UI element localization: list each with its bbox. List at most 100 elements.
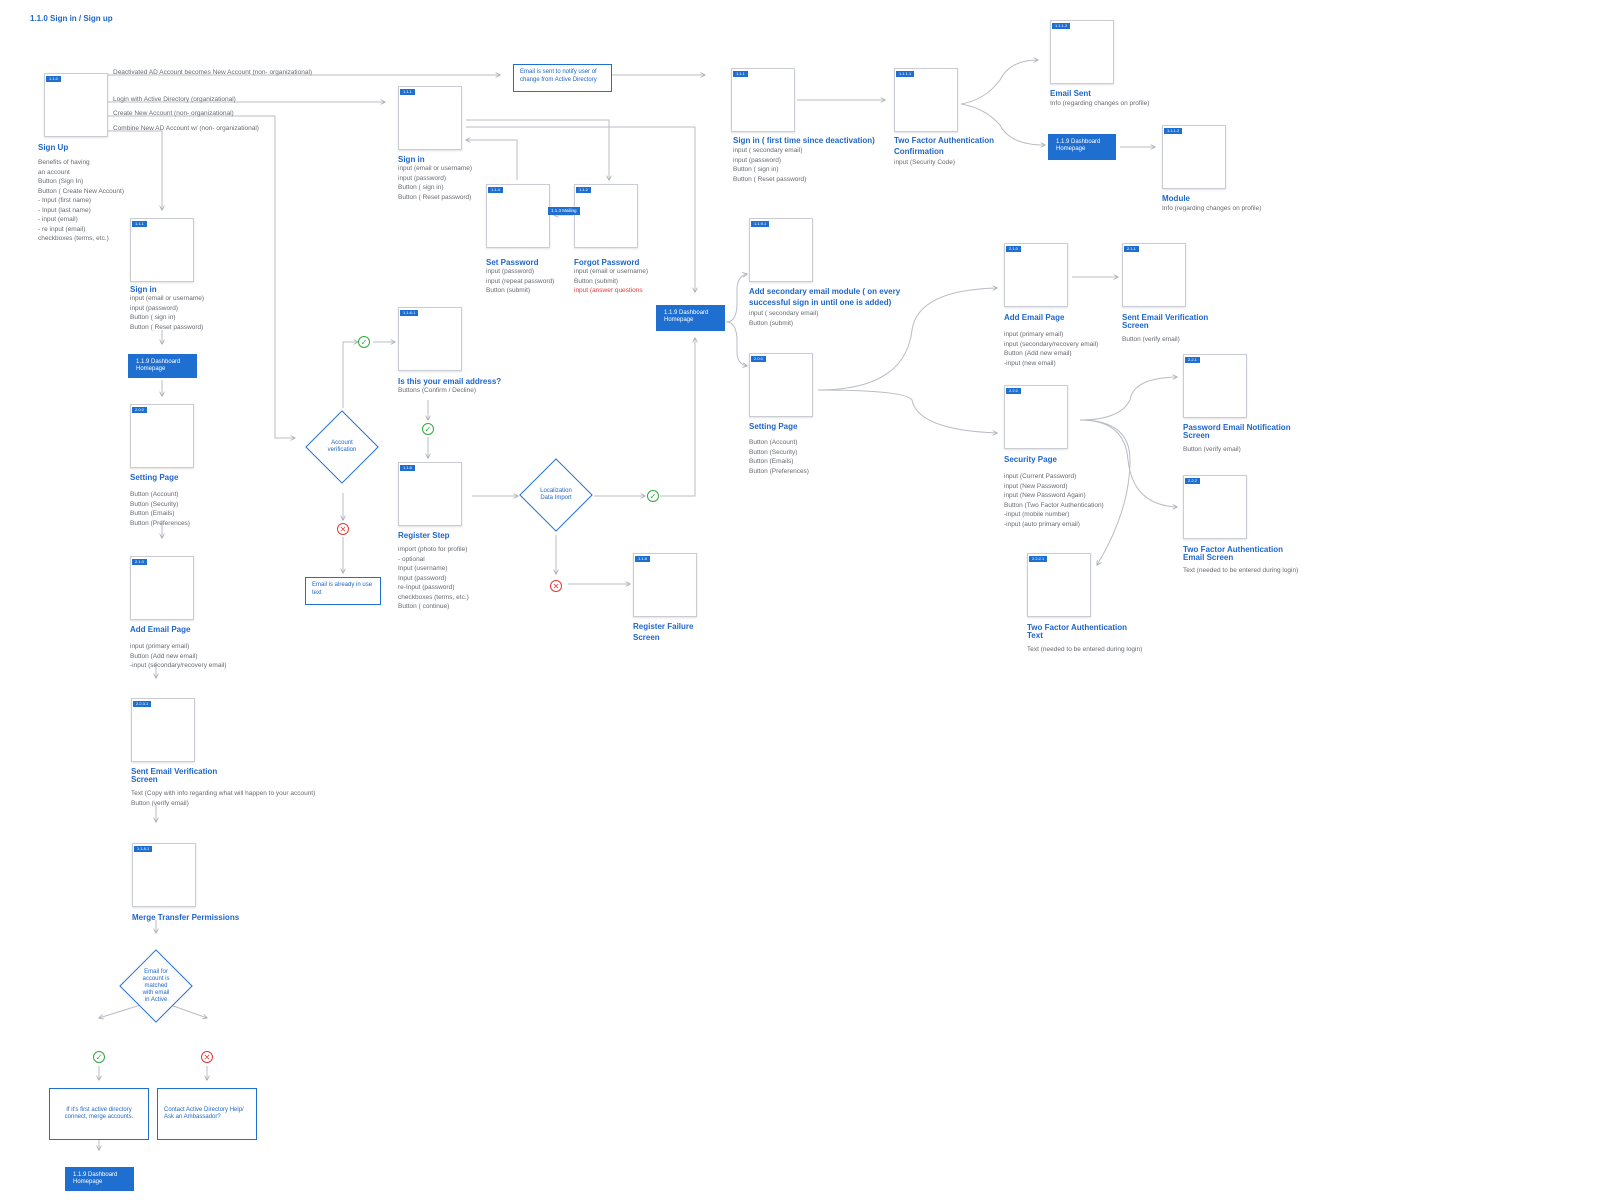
screen-title: Sign in (130, 285, 157, 294)
text-line: checkboxes (terms, etc.) (38, 235, 109, 242)
text-line: in Active (144, 996, 168, 1003)
screen-is-this-your-email[interactable]: 1.1.6.1 (398, 307, 462, 371)
screen-title2: Confirmation (894, 147, 944, 156)
edge-label-login-ad: Login with Active Directory (organizatio… (113, 96, 236, 103)
dashboard-line2: Homepage (1056, 146, 1086, 152)
screen-setting-page[interactable]: 2.0.0 (749, 353, 813, 417)
screen-sign-up[interactable]: 1.1.0 (44, 73, 108, 137)
screen-details: Text (needed to be entered during login) (1027, 645, 1142, 655)
text-line: -input (mobile number) (1004, 511, 1070, 518)
screen-security-page[interactable]: 2.2.0 (1004, 385, 1068, 449)
text-line: Button (submit) (574, 277, 619, 285)
screen-sign-in[interactable]: 1.1.1 (130, 218, 194, 282)
screen-tag: 2.2.2.1 (1029, 556, 1048, 562)
text-line: Button (submit) (749, 319, 794, 327)
screen-title: Register Failure (633, 622, 694, 631)
screen-title: Register Step (398, 531, 450, 540)
text-line: change from Active Directory (520, 76, 597, 83)
screen-tfa-text[interactable]: 2.2.2.1 (1027, 553, 1091, 617)
screen-tag: 2.1.1 (1124, 246, 1139, 252)
text-line: Button ( continue) (398, 603, 450, 610)
screen-sent-email-verification[interactable]: 2.1.1 (1122, 243, 1186, 307)
screen-register-failure[interactable]: 1.1.8 (633, 553, 697, 617)
screen-details: Button (verify email) (1183, 445, 1241, 455)
text-line: Button ( Reset password) (130, 323, 204, 331)
edge-create-new (108, 115, 295, 438)
screen-details: input (password)input (repeat password)B… (486, 267, 554, 296)
screen-sent-email-verification[interactable]: 2.2.3.1 (131, 698, 195, 762)
screen-password-email-notification[interactable]: 2.2.1 (1183, 354, 1247, 418)
screen-title: Setting Page (130, 473, 179, 482)
text-line: -input (secondary/recovery email) (130, 662, 227, 669)
screen-details: Button (Account)Button (Security)Button … (130, 490, 190, 528)
dashboard-line2: Homepage (73, 1179, 103, 1185)
screen-tag: 1.1.8.1 (134, 846, 153, 852)
text-line: Button (Two Factor Authentication) (1004, 501, 1104, 509)
text-line: input (Security Code) (894, 159, 956, 166)
edge-security-pwd-notif (1079, 377, 1177, 421)
screen-set-password[interactable]: 1.1.4 (486, 184, 550, 248)
screen-tag: 1.1.1 (733, 71, 748, 77)
text-line: Benefits of having (38, 159, 90, 166)
edge-signin-register (466, 126, 695, 292)
text-line: Button (submit) (486, 287, 531, 294)
edge-setting-add-email (817, 288, 997, 391)
text-line: Info (regarding changes on profile) (1162, 205, 1262, 212)
screen-merge-transfer[interactable]: 1.1.8.1 (132, 843, 196, 907)
dashboard-line1: 1.1.9 Dashboard (136, 359, 181, 365)
screen-add-secondary-email[interactable]: 1.1.9.1 (749, 218, 813, 282)
screen-module[interactable]: 1.1.1.2 (1162, 125, 1226, 189)
text-line: matched (144, 982, 168, 989)
screen-title2: Screen (131, 775, 158, 784)
screen-register-step[interactable]: 1.1.6 (398, 462, 462, 526)
screen-email-sent[interactable]: 1.1.1.2 (1050, 20, 1114, 84)
text-line: input (email or username) (398, 165, 473, 172)
screen-title: Sign Up (38, 143, 69, 152)
edge-reset-back (466, 140, 518, 180)
screen-title: Sign in (398, 155, 425, 164)
cross-circle-icon: ✕ (550, 580, 562, 592)
text-line: Button ( sign in) (733, 166, 779, 173)
screen-two-factor-confirmation[interactable]: 1.1.1.1 (894, 68, 958, 132)
screen-tag: 2.2.2 (1185, 478, 1200, 484)
screen-details: input (primary email)input (secondary/re… (1004, 330, 1098, 368)
screen-sign-in-first-time[interactable]: 1.1.1 (731, 68, 795, 132)
text-line: - Input (last name) (38, 206, 91, 214)
screen-add-email-page[interactable]: 2.1.0 (130, 556, 194, 620)
text-line: connect, merge accounts. (64, 1114, 134, 1120)
text-line: re-Input (password) (398, 584, 455, 591)
text-line: input ( secondary email) (749, 310, 819, 317)
screen-setting-page[interactable]: 2.0.0 (130, 404, 194, 468)
screen-sign-in[interactable]: 1.1.1 (398, 86, 462, 150)
text-line: input (New Password) (1004, 482, 1068, 490)
screen-details: Info (regarding changes on profile) (1050, 99, 1149, 109)
text-line: Button ( sign in) (130, 314, 176, 321)
screen-title2: Screen (633, 633, 660, 642)
page-title: 1.1.0 Sign in / Sign up (30, 14, 113, 23)
text-line: Button ( Reset password) (733, 175, 807, 183)
screen-forgot-password[interactable]: 1.1.2 (574, 184, 638, 248)
text-line: Button ( sign in) (398, 184, 444, 191)
screen-tfa-email[interactable]: 2.2.2 (1183, 475, 1247, 539)
screen-add-email-page[interactable]: 2.1.0 (1004, 243, 1068, 307)
screen-tag: 1.1.0 (46, 76, 61, 82)
screen-details: input (Current Password)input (New Passw… (1004, 472, 1104, 529)
text-line: checkboxes (terms, etc.) (398, 593, 469, 601)
detail-red: input (answer questions (574, 287, 643, 294)
text-line: Button (Preferences) (130, 519, 190, 527)
text-line: an account (38, 168, 70, 176)
text-line: Button (Security) (130, 500, 179, 508)
text-line: Button (Emails) (130, 510, 175, 517)
text-line: Email is sent to notify user of (520, 69, 597, 75)
text-line: import (photo for profile) (398, 546, 468, 553)
